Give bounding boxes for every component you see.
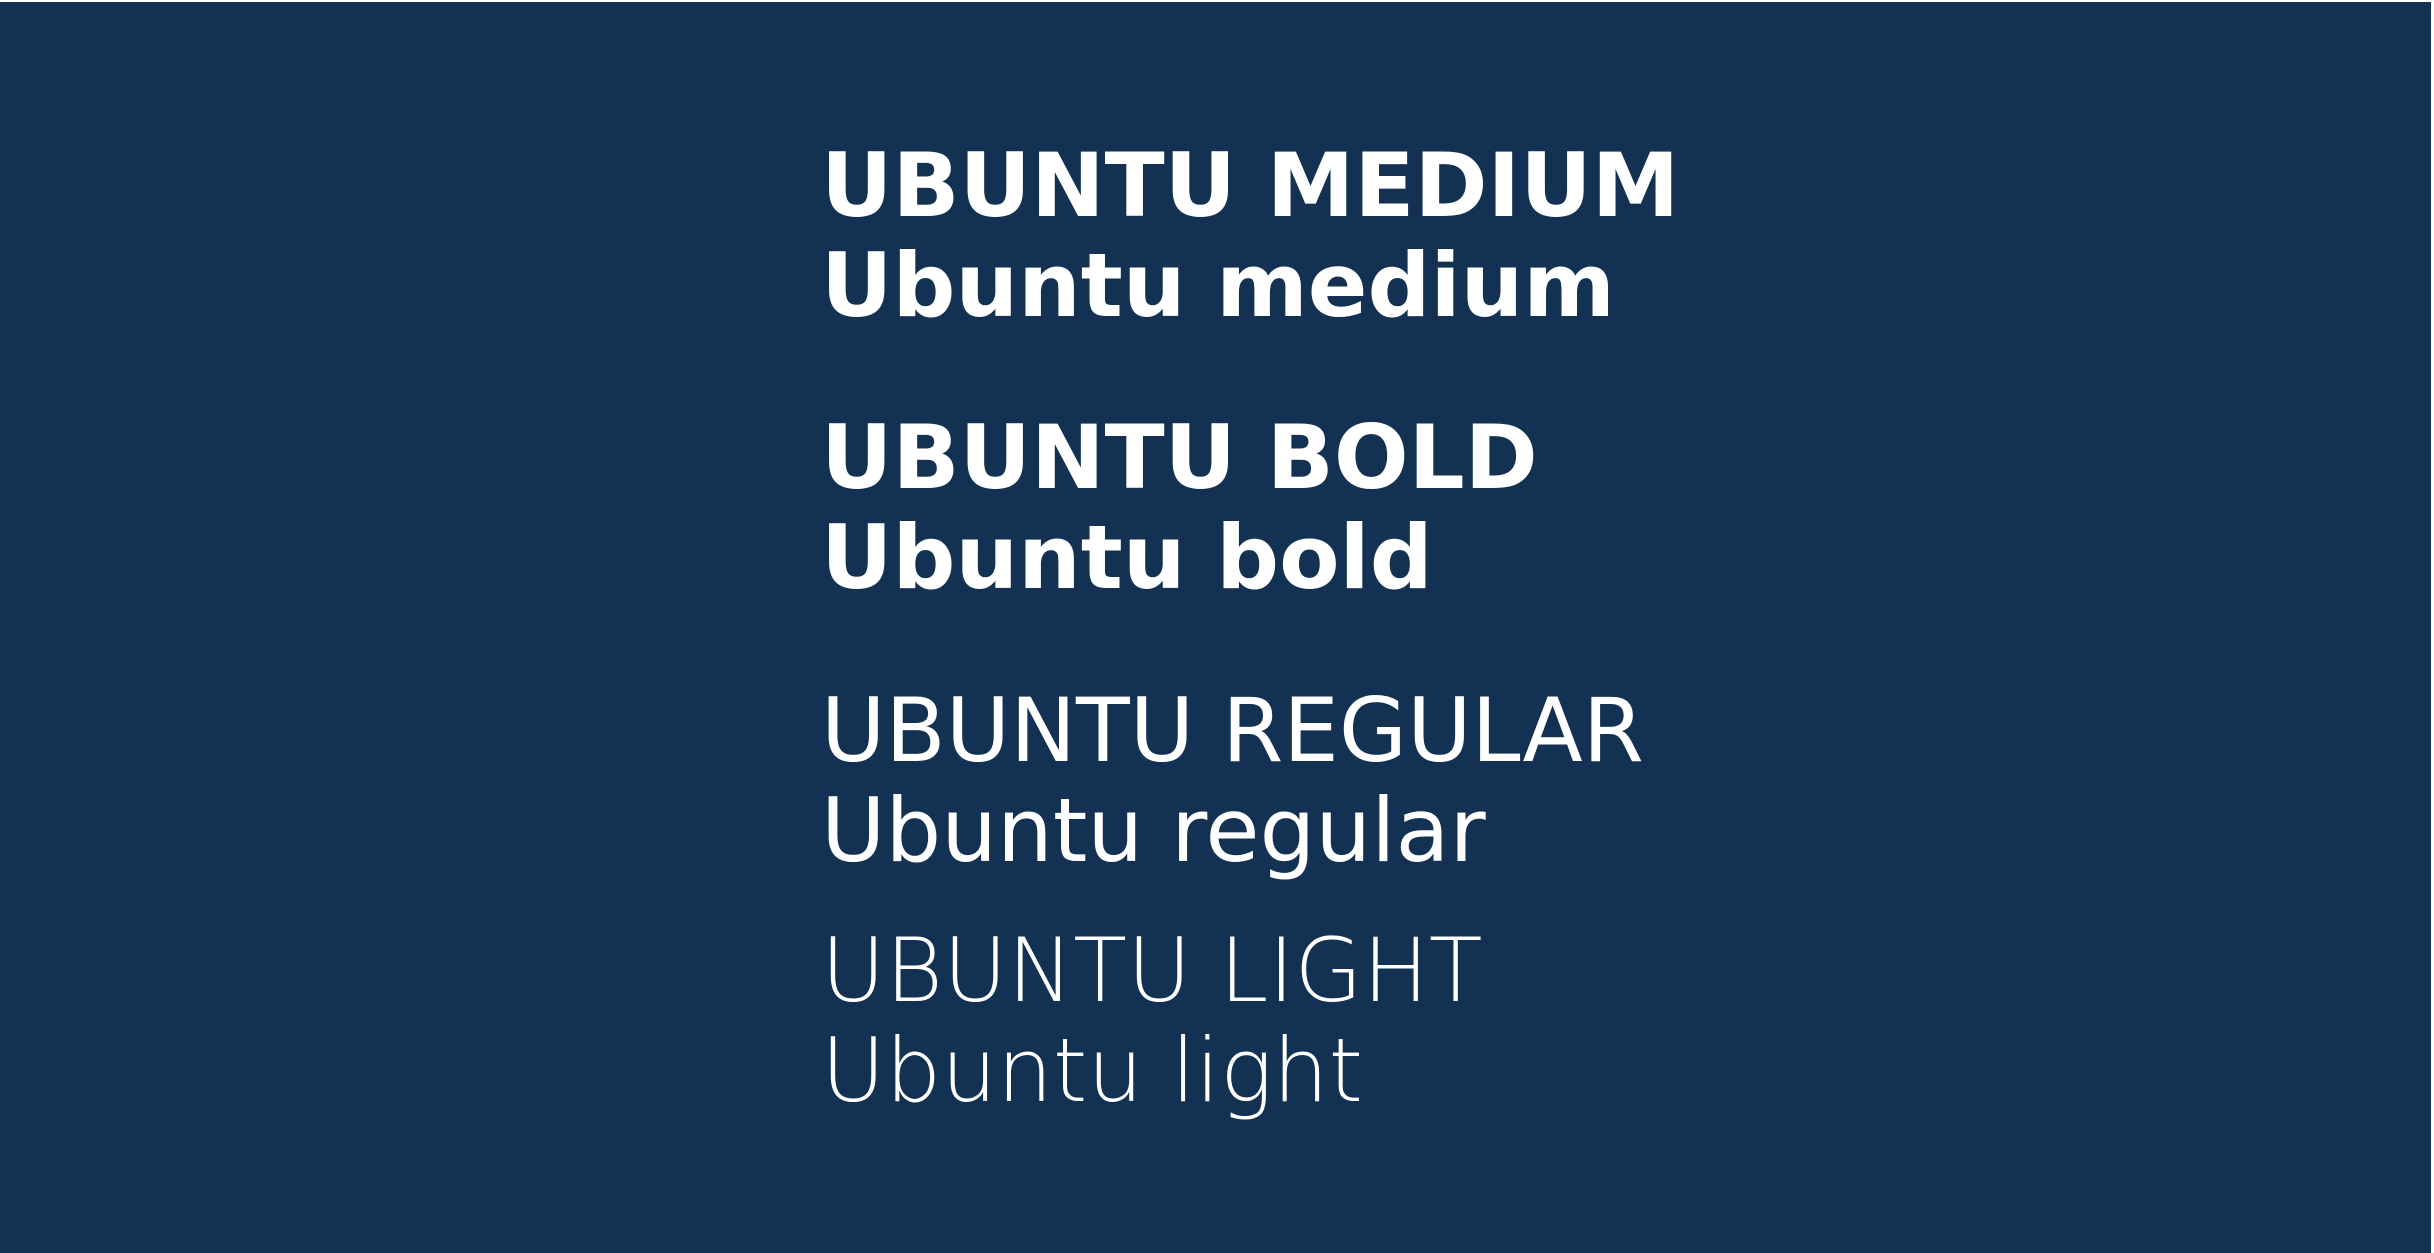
sample-regular-uppercase: UBUNTU REGULAR bbox=[821, 679, 1644, 782]
sample-regular-mixedcase: Ubuntu regular bbox=[821, 779, 1486, 882]
sample-bold-uppercase: UBUNTU BOLD bbox=[821, 406, 1538, 509]
sample-medium-mixedcase: Ubuntu medium bbox=[821, 234, 1615, 337]
sample-bold-mixedcase: Ubuntu bold bbox=[821, 506, 1433, 609]
sample-light-uppercase: UBUNTU LIGHT bbox=[821, 919, 1483, 1022]
sample-medium-uppercase: UBUNTU MEDIUM bbox=[821, 134, 1680, 237]
sample-light-mixedcase: Ubuntu light bbox=[821, 1019, 1364, 1122]
